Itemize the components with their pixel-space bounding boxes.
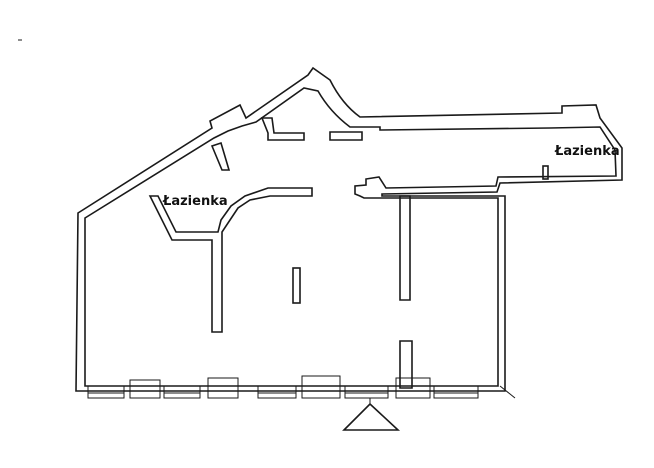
room-label-bathroom-left: Łazienka — [163, 194, 228, 209]
center-partition-lower — [399, 340, 413, 389]
outer-wall-outer — [75, 66, 623, 392]
top-stub-2 — [329, 131, 363, 141]
bottom-windows — [87, 375, 516, 399]
right-stub — [542, 165, 549, 180]
column — [292, 267, 301, 304]
top-left-partition — [210, 141, 231, 171]
entrance-marker — [342, 398, 401, 431]
outer-wall-inner — [84, 87, 617, 387]
center-partition — [399, 195, 411, 301]
room-label-bathroom-right: Łazienka — [555, 144, 620, 159]
left-bathroom-wall — [148, 187, 313, 333]
top-stub-1 — [260, 117, 305, 141]
